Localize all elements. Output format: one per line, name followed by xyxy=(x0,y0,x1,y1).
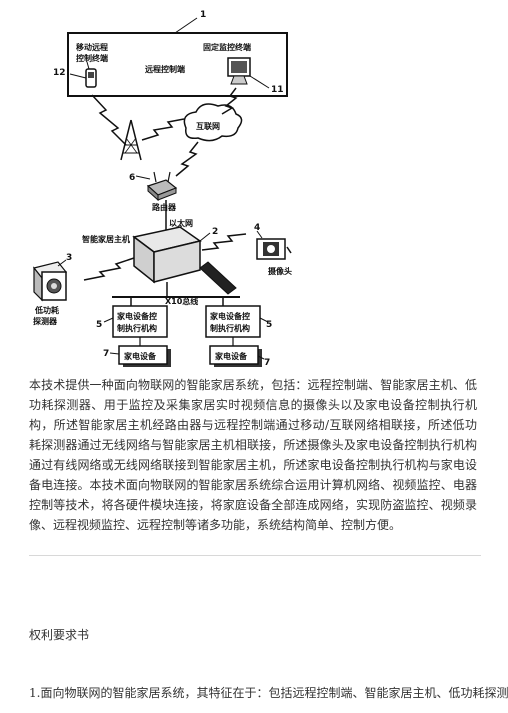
mobile-phone-icon xyxy=(85,61,97,88)
internet-cloud-icon xyxy=(183,103,243,142)
label-detector-2: 探测器 xyxy=(33,316,58,326)
number-5-left: 5 xyxy=(96,320,102,330)
label-ethernet: 以太网 xyxy=(169,218,193,228)
label-exec-left-2: 制执行机构 xyxy=(117,323,157,333)
label-bus: X10总线 xyxy=(165,296,198,306)
claim-1-text: 1.面向物联网的智能家居系统，其特征在于：包括远程控制端、智能家居主机、低功耗探… xyxy=(29,686,508,700)
number-3: 3 xyxy=(66,253,72,263)
number-12: 12 xyxy=(53,68,66,78)
system-diagram: 1 移动远程 控制终端 固定监控终端 远程控制端 12 11 互联网 xyxy=(32,10,292,368)
appliance-left xyxy=(118,345,168,365)
appliance-right xyxy=(209,345,259,365)
label-internet: 互联网 xyxy=(196,121,220,131)
label-router: 路由器 xyxy=(152,202,177,212)
label-mobile-1: 移动远程 xyxy=(76,42,108,52)
label-appliance-left: 家电设备 xyxy=(124,351,157,361)
label-remote-control: 远程控制端 xyxy=(145,64,185,74)
number-7-left: 7 xyxy=(103,349,109,359)
label-detector-1: 低功耗 xyxy=(34,305,59,315)
abstract-paragraph: 本技术提供一种面向物联网的智能家居系统，包括：远程控制端、智能家居主机、低功耗探… xyxy=(29,378,477,532)
label-exec-right-2: 制执行机构 xyxy=(210,323,250,333)
number-7-right: 7 xyxy=(264,358,270,368)
claims-heading: 权利要求书 xyxy=(29,628,90,642)
transmission-tower-icon xyxy=(120,119,142,161)
cable-bundle-icon xyxy=(199,261,237,295)
label-mobile-2: 控制终端 xyxy=(76,53,108,63)
label-fixed-terminal: 固定监控终端 xyxy=(203,42,251,52)
number-6: 6 xyxy=(129,173,135,183)
computer-terminal-icon xyxy=(227,57,251,85)
low-power-detector-icon xyxy=(32,261,68,302)
remote-control-box xyxy=(67,32,288,97)
smart-home-host-icon xyxy=(132,226,202,284)
number-11: 11 xyxy=(271,85,284,95)
label-host: 智能家居主机 xyxy=(82,234,130,244)
number-4: 4 xyxy=(254,223,260,233)
exec-unit-left xyxy=(112,305,168,338)
label-appliance-right: 家电设备 xyxy=(215,351,248,361)
camera-icon xyxy=(256,238,292,260)
number-5-right: 5 xyxy=(266,320,272,330)
number-1: 1 xyxy=(200,10,206,20)
label-exec-left-1: 家电设备控 xyxy=(117,311,157,321)
section-divider xyxy=(29,555,481,556)
label-exec-right-1: 家电设备控 xyxy=(210,311,250,321)
number-2: 2 xyxy=(212,227,218,237)
router-icon xyxy=(146,171,178,202)
label-camera: 摄像头 xyxy=(268,266,292,276)
